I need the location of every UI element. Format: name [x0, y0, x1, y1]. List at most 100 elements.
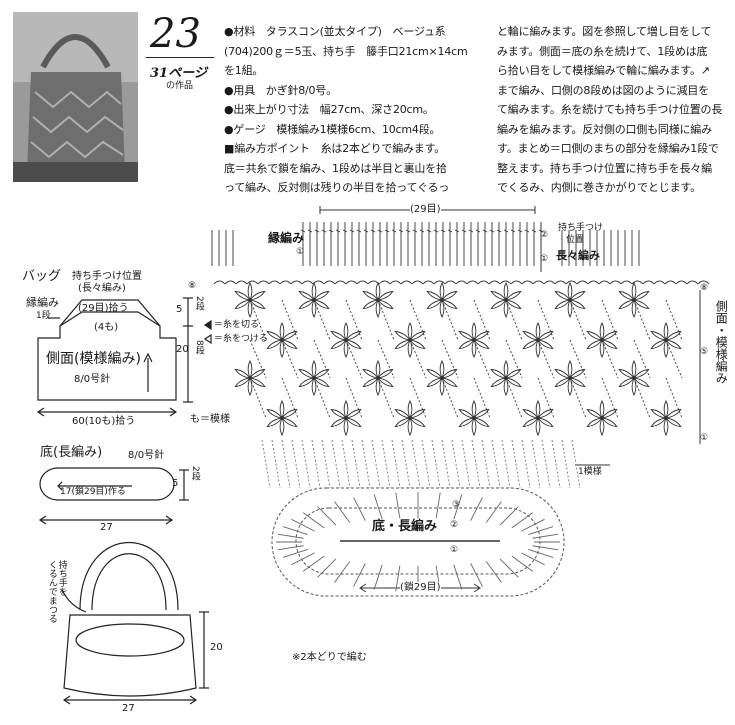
treble-cross — [384, 229, 390, 233]
stitch-petal — [426, 377, 443, 388]
chain-line — [409, 299, 427, 341]
stitch-petal — [663, 399, 669, 419]
chain-line — [569, 299, 587, 341]
chain-line — [441, 299, 459, 341]
stitch-petal — [505, 368, 522, 379]
finished-height: 20 — [210, 642, 223, 653]
stitch-petal — [441, 377, 458, 388]
chart-handle-stitch: 長々編み — [556, 249, 600, 262]
chart-base-chain: (鎖29目) — [400, 582, 441, 593]
base-stitch — [317, 558, 337, 578]
instruction-line: ●出来上がり寸法 幅27cm、深さ20cm。 — [224, 103, 434, 116]
stitch-petal — [394, 408, 411, 419]
base-stitch — [277, 533, 304, 539]
bag-handle-position: 持ち手つけ位置 — [72, 271, 142, 282]
edging-row-mark-1: ① — [296, 247, 305, 257]
base-stitch — [528, 548, 554, 558]
pickup-line — [561, 439, 571, 489]
bag-photo-image — [13, 12, 138, 182]
stitch-petal — [298, 368, 315, 379]
base-stitch — [291, 552, 315, 566]
pickup-line — [441, 439, 451, 489]
chain-line — [377, 299, 395, 341]
treble-cross — [314, 229, 320, 233]
chain-line — [505, 299, 523, 341]
stitch-petal — [298, 377, 315, 388]
edging-loop — [565, 280, 578, 285]
stitch-petal — [665, 408, 682, 419]
pickup-line — [451, 439, 461, 489]
treble-cross — [419, 229, 425, 233]
stitch-petal — [554, 299, 571, 310]
chain-line — [441, 339, 459, 379]
stitch-petal — [537, 408, 554, 419]
chart-top-count: (29目) — [410, 204, 441, 215]
stitch-petal — [362, 377, 379, 388]
treble-cross — [496, 229, 502, 233]
treble-cross — [510, 229, 516, 233]
chain-line — [473, 377, 491, 419]
edging-loop — [268, 280, 281, 285]
treble-cross — [370, 229, 376, 233]
bag-handle-stitch: (長々編み) — [78, 283, 126, 294]
treble-cross — [447, 229, 453, 233]
pickup-line — [361, 439, 371, 489]
stitch-petal — [535, 339, 541, 359]
stitch-petal — [618, 368, 635, 379]
stitch-petal — [471, 417, 477, 437]
chain-line — [505, 339, 523, 379]
treble-cross — [461, 229, 467, 233]
stitch-petal — [503, 299, 509, 319]
stitch-petal — [311, 281, 317, 301]
stitch-center — [600, 416, 604, 420]
stitch-petal — [569, 377, 586, 388]
chain-line — [313, 377, 331, 419]
chain-line — [377, 339, 395, 379]
stitch-petal — [298, 290, 315, 301]
stitch-petal — [375, 281, 381, 301]
instruction-line: す。まとめ＝口側のまちの部分を縁編み1段で — [497, 142, 719, 155]
edging-loop — [246, 280, 259, 285]
stitch-petal — [311, 359, 317, 379]
stitch-petal — [279, 399, 285, 419]
bag-side-label: 側面(模様編み) — [46, 351, 141, 367]
chain-line — [601, 377, 619, 419]
chart-handle-pos-2: 位置 — [566, 235, 585, 245]
bag-rows-2: 2段 — [193, 296, 204, 311]
stitch-petal — [409, 330, 426, 341]
bag-edging-rows: 1段 — [36, 311, 51, 321]
stitch-petal — [313, 368, 330, 379]
stitch-petal — [505, 299, 522, 310]
stitch-petal — [650, 417, 667, 428]
stitch-petal — [633, 377, 650, 388]
stitch-center — [408, 416, 412, 420]
edging-loop — [488, 280, 501, 285]
stitch-petal — [281, 330, 298, 341]
stitch-petal — [279, 417, 285, 437]
base-stitch — [521, 518, 545, 532]
stitch-center — [472, 416, 476, 420]
pickup-line — [291, 439, 301, 489]
pickup-line — [531, 439, 541, 489]
chart-base-label: 底・長編み — [372, 519, 438, 535]
chart-handle-pos-1: 持ち手つけ — [558, 223, 604, 233]
pickup-line — [511, 439, 521, 489]
pickup-line — [411, 439, 421, 489]
stitch-petal — [266, 408, 283, 419]
pattern-number: 23 — [150, 11, 201, 57]
stitch-petal — [567, 377, 573, 397]
stitch-petal — [631, 359, 637, 379]
pickup-line — [391, 439, 401, 489]
pickup-line — [341, 439, 351, 489]
stitch-petal — [426, 368, 443, 379]
stitch-petal — [377, 299, 394, 310]
stitch-petal — [345, 330, 362, 341]
bag-legend: も＝模様 — [190, 414, 230, 425]
stitch-petal — [439, 377, 445, 397]
stitch-petal — [343, 417, 349, 437]
base-stitch — [485, 501, 502, 523]
stitch-petal — [633, 290, 650, 301]
page-reference: 31ページ — [150, 66, 207, 81]
instruction-line: みます。側面＝底の糸を続けて、1段めは底 — [497, 44, 708, 58]
